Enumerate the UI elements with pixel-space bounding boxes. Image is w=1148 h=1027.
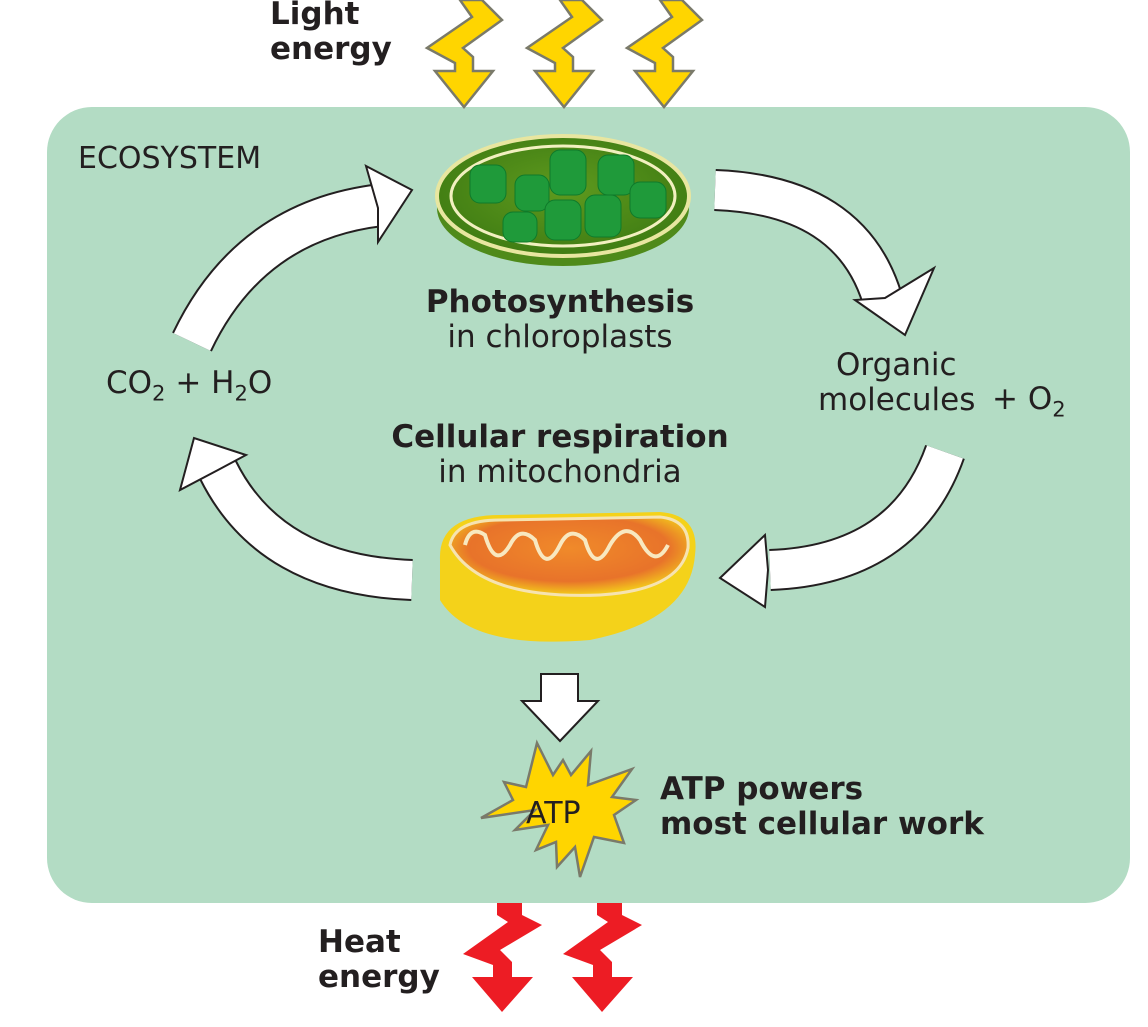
plus-h-text: + H xyxy=(175,365,235,401)
respiration-title: Cellular respiration xyxy=(391,419,729,455)
arrow-organic-to-respiration xyxy=(718,444,965,609)
mitochondrion-icon xyxy=(439,512,696,642)
arrow-respiration-to-co2 xyxy=(178,436,413,601)
cycle-arrows xyxy=(172,164,965,743)
atp-caption-line2: most cellular work xyxy=(660,805,984,842)
light-bolt-icon xyxy=(524,0,604,109)
heat-energy-bolts xyxy=(463,903,642,1012)
respiration-label: Cellular respiration in mitochondria xyxy=(380,420,740,489)
atp-caption-line1: ATP powers xyxy=(660,771,864,807)
light-energy-bolts xyxy=(424,0,704,109)
light-bolt-icon xyxy=(424,0,504,109)
arrow-photosynthesis-to-organic xyxy=(713,169,937,337)
h2o-end-text: O xyxy=(247,365,273,401)
co2-h2o-label: CO2 + H2O xyxy=(106,366,272,405)
organic-line2: molecules xyxy=(818,381,976,418)
photosynthesis-subtitle: in chloroplasts xyxy=(447,318,673,355)
respiration-subtitle: in mitochondria xyxy=(438,453,682,490)
co2-subscript: 2 xyxy=(152,380,166,406)
h2o-subscript: 2 xyxy=(234,380,248,406)
plus-o-text: + O xyxy=(992,381,1053,417)
organic-molecules-label: Organic molecules xyxy=(818,348,975,417)
photosynthesis-label: Photosynthesis in chloroplasts xyxy=(415,285,705,354)
ecosystem-label: ECOSYSTEM xyxy=(78,141,262,176)
arrow-co2-to-photosynthesis xyxy=(172,164,414,352)
photosynthesis-title: Photosynthesis xyxy=(425,284,695,320)
chloroplast-icon xyxy=(435,134,691,266)
o2-subscript: 2 xyxy=(1052,396,1066,422)
atp-star-label: ATP xyxy=(526,796,581,831)
co2-text: CO xyxy=(106,365,153,401)
light-energy-line2: energy xyxy=(270,30,392,67)
heat-energy-line1: Heat xyxy=(318,924,401,960)
light-energy-line1: Light xyxy=(270,0,360,32)
ecosystem-box xyxy=(47,107,1130,903)
arrow-down-to-atp xyxy=(519,673,601,743)
heat-bolt-icon xyxy=(463,903,542,1012)
organic-line1: Organic xyxy=(836,347,957,383)
atp-star-icon xyxy=(480,739,640,878)
heat-bolt-icon xyxy=(563,903,642,1012)
light-bolt-icon xyxy=(624,0,704,109)
heat-energy-line2: energy xyxy=(318,958,440,995)
o2-label: + O2 xyxy=(992,382,1066,421)
